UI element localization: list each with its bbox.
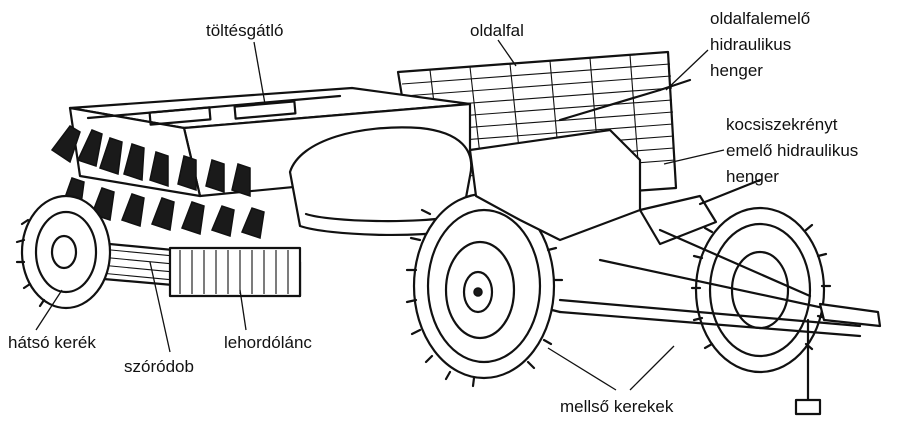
beater-tines [50, 125, 265, 239]
label-szorodob: szóródob [124, 357, 194, 376]
body-lift-cylinder [638, 178, 812, 298]
front-wheel-right [690, 206, 832, 374]
label-mello-kerekek: mellső kerekek [560, 397, 674, 416]
label-oldalfal: oldalfal [470, 21, 524, 40]
leader-lines [35, 39, 725, 391]
chassis-frame [468, 128, 882, 416]
conveyor-chain [168, 246, 302, 298]
wagon-body [68, 86, 473, 237]
label-kocsiszekrenyt-line3: henger [726, 167, 779, 186]
label-oldalfalemelo-line1: oldalfalemelő [710, 9, 810, 28]
label-kocsiszekrenyt-line2: emelő hidraulikus [726, 141, 858, 160]
side-wall-lift-cylinder [558, 78, 692, 122]
label-hatso-kerek: hátsó kerék [8, 333, 96, 352]
label-oldalfalemelo-line2: hidraulikus [710, 35, 791, 54]
label-oldalfalemelo-line3: henger [710, 61, 763, 80]
label-toltesgatlo: töltésgátló [206, 21, 284, 40]
label-kocsiszekrenyt-line1: kocsiszekrényt [726, 115, 838, 134]
label-lehordolanc: lehordólánc [224, 333, 312, 352]
rear-wheel [15, 194, 112, 310]
